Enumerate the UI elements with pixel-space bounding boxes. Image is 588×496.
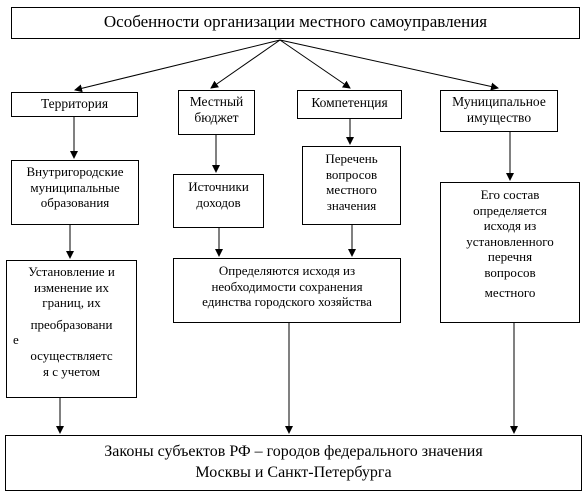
property-detail-line: перечня	[487, 249, 533, 265]
property-detail-line: исходя из	[483, 218, 537, 234]
shared-detail-line: единства городского хозяйства	[202, 294, 372, 310]
category-property-line2: имущество	[466, 110, 532, 126]
territory-boundaries-line: Установление и	[28, 264, 115, 279]
property-detail-line: вопросов	[484, 264, 536, 280]
title-text: Особенности организации местного самоупр…	[103, 12, 488, 31]
budget-detail-line: доходов	[196, 194, 241, 210]
title-box: Особенности организации местного самоупр…	[11, 7, 580, 39]
property-detail-line: Его состав	[480, 187, 540, 202]
territory-boundaries-line: я с учетом	[42, 363, 101, 379]
budget-detail-box: Источники доходов	[173, 174, 264, 228]
category-property: Муниципальное имущество	[440, 90, 558, 132]
category-competence: Компетенция	[297, 90, 402, 119]
competence-detail-line: Перечень	[325, 151, 378, 166]
category-budget: Местный бюджет	[178, 90, 255, 135]
territory-boundaries-line: границ, их	[42, 295, 101, 311]
arrow-title-to-territory	[74, 39, 281, 93]
shared-detail-line: Определяются исходя из	[218, 263, 356, 278]
category-competence-label: Компетенция	[311, 95, 388, 110]
category-budget-line1: Местный	[189, 94, 244, 109]
property-detail-line: местного	[484, 284, 536, 300]
territory-detail-line: образования	[40, 195, 110, 211]
category-budget-line2: бюджет	[194, 110, 239, 126]
territory-boundaries-line: е	[13, 332, 19, 348]
competence-detail-line: вопросов	[325, 166, 378, 182]
territory-detail-line: Внутригородские	[26, 164, 124, 179]
property-detail-line: определяется	[473, 202, 547, 218]
territory-boundaries-box: Установление и изменение их границ, их п…	[6, 260, 137, 398]
federal-laws-line2: Москвы и Санкт-Петербурга	[195, 463, 392, 481]
federal-laws-line1: Законы субъектов РФ – городов федерально…	[104, 443, 483, 460]
category-territory-label: Территория	[40, 96, 109, 111]
territory-boundaries-line: преобразовани	[30, 316, 113, 332]
category-property-line1: Муниципальное	[452, 94, 546, 109]
territory-boundaries-line: изменение их	[33, 279, 110, 295]
property-detail-line: установленного	[466, 233, 554, 249]
territory-detail-box: Внутригородские муниципальные образовани…	[11, 160, 139, 225]
shared-detail-line: необходимости сохранения	[211, 278, 363, 294]
arrow-title-to-budget	[210, 39, 281, 89]
territory-boundaries-line: осуществляетс	[30, 347, 113, 363]
property-detail-box: Его состав определяется исходя из устано…	[440, 182, 580, 323]
competence-detail-box: Перечень вопросов местного значения	[302, 146, 401, 225]
arrow-title-to-competence	[279, 39, 351, 89]
budget-competence-shared-box: Определяются исходя из необходимости сох…	[173, 258, 401, 323]
competence-detail-line: значения	[326, 197, 377, 213]
competence-detail-line: местного	[326, 182, 377, 198]
budget-detail-line: Источники	[188, 179, 249, 194]
category-territory: Территория	[11, 92, 138, 117]
arrow-title-to-property	[279, 39, 499, 91]
territory-detail-line: муниципальные	[30, 179, 120, 195]
federal-laws-box: Законы субъектов РФ – городов федерально…	[5, 435, 582, 491]
